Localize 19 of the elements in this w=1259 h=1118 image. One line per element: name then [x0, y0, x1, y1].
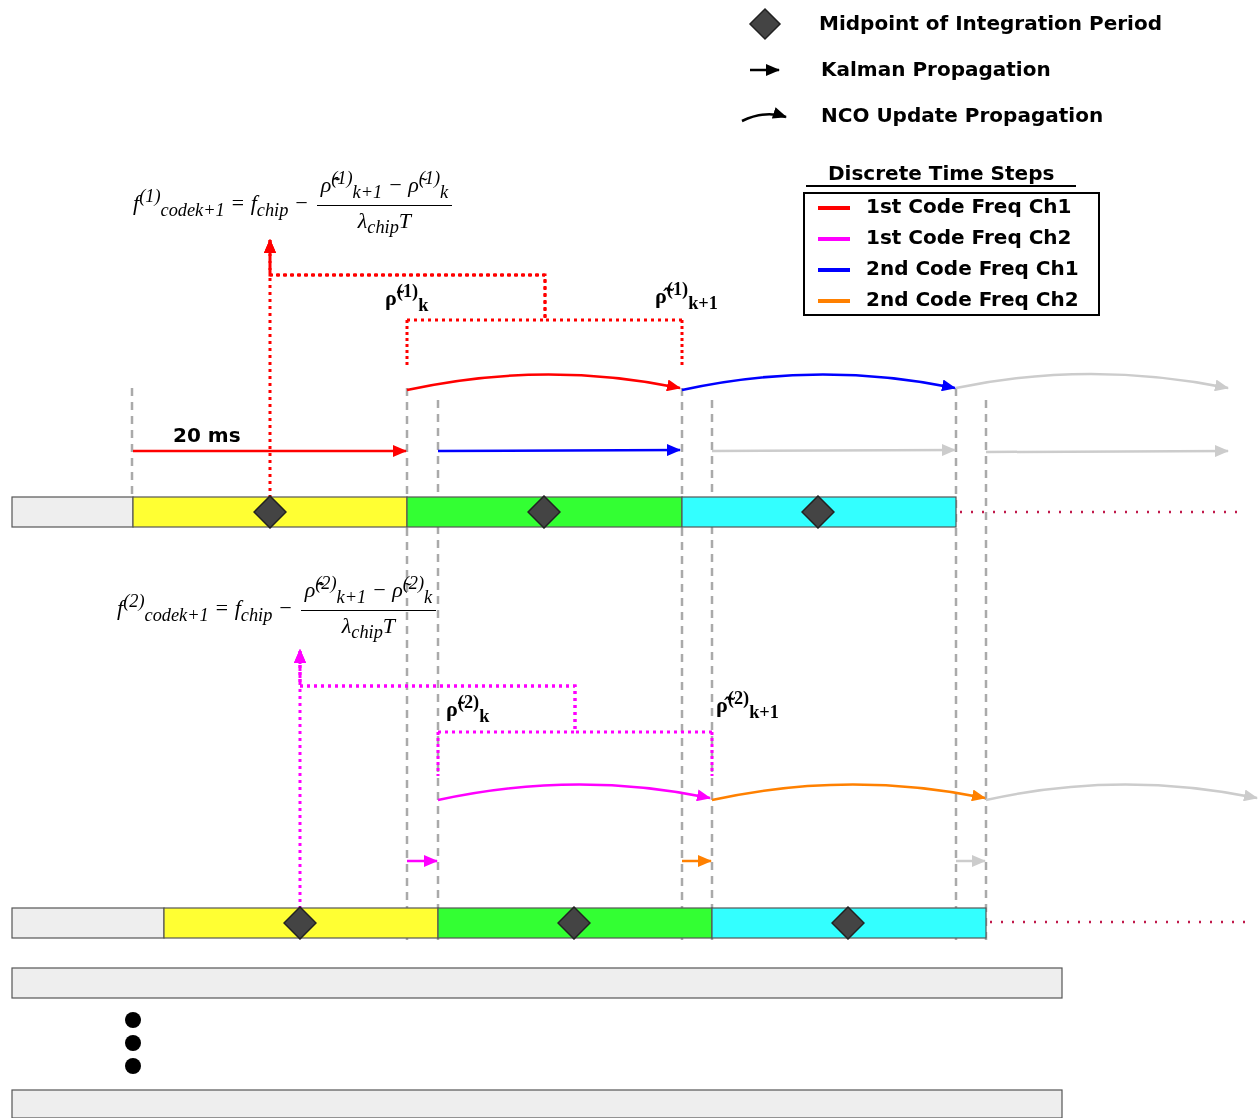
dotted-arrow [294, 649, 712, 734]
fraction-denominator: λ$_{chip}$T [341, 611, 396, 644]
midpoint-diamond [283, 906, 317, 940]
legend-text: Midpoint of Integration Period [819, 11, 1162, 35]
midpoint-diamond [253, 495, 287, 529]
legend-text: NCO Update Propagation [821, 103, 1104, 127]
midpoint-diamond [527, 495, 561, 529]
dotted-arrow [264, 239, 682, 322]
midpoint-diamond [831, 906, 865, 940]
legend-text: Kalman Propagation [821, 57, 1051, 81]
fraction-denominator: λ$_{chip}$T [357, 206, 412, 239]
legend-text: 1st Code Freq Ch2 [866, 225, 1072, 249]
duration-label: 20 ms [173, 423, 241, 447]
legend-text: 2nd Code Freq Ch1 [866, 256, 1079, 280]
legend-text: 2nd Code Freq Ch2 [866, 287, 1079, 311]
legend-text: 1st Code Freq Ch1 [866, 194, 1072, 218]
midpoint-diamond [801, 495, 835, 529]
midpoint-diamond [557, 906, 591, 940]
legend-title: Discrete Time Steps [806, 161, 1077, 187]
